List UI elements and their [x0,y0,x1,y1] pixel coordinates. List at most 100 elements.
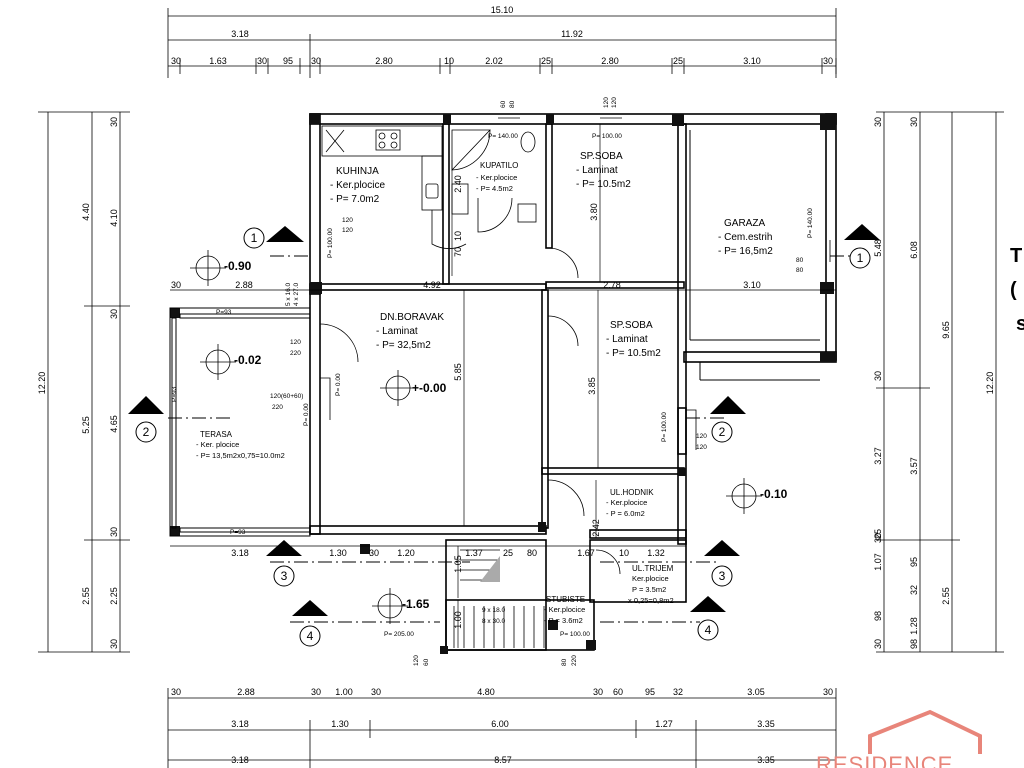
ann-gar-p: P= 140.00 [807,208,814,238]
dim-left-in-0: 30 [109,117,119,127]
section-label-4-right: 4 [705,623,712,637]
room-kuhinja-l2: - P= 7.0m2 [330,194,380,205]
wall-columns [170,114,836,654]
ann-ter-w1: P=93 [216,309,232,316]
ann-sp2-p: P= 100.00 [661,412,668,442]
room-trijem-l1: Ker.plocice [632,574,669,583]
ann-kup-p: P= 140.00 [488,133,518,140]
dim-right-third-1: 3.57 [909,457,919,475]
section-marker-2-right: 2 [710,396,746,443]
dim-r-b2: 1.30 [329,548,347,558]
dim-spsoba2-h: 3.85 [587,377,597,395]
section-label-1-right: 1 [857,251,864,265]
dim-r-b1: 3.18 [231,548,249,558]
dim-top-row3: 30 1.63 30 95 30 2.80 10 2.02 25 2.80 25… [171,56,833,66]
dim-right-in2-3: 30 [909,117,919,127]
dim-right-in2-0: 30 [873,533,883,543]
dim-right-in-2: 30 [873,371,883,381]
dim-left-in-1: 4.10 [109,209,119,227]
dim-top-r3-0: 30 [171,56,181,66]
internal-dimensions [170,124,836,648]
dim-r-b6: 25 [503,548,513,558]
dim-r-top: 30 [171,280,181,290]
room-stubiste: STUBISTE - Ker.plocice - P = 3.6m2 [544,595,585,625]
ann-st-p2: P= 100.00 [560,631,590,638]
dim-left-in-6: 30 [109,639,119,649]
dim-boravak-w: 4.92 [423,280,441,290]
ann-sp2-b: 120 [696,444,707,451]
room-terasa: TERASA - Ker. plocice - P= 13,5m2x0,75=1… [196,430,285,460]
dim-right-in-4: 25 [873,529,883,539]
room-spsoba-2: SP.SOBA - Laminat - P= 10.5m2 [606,320,661,359]
room-spsoba1-l2: - P= 10.5m2 [576,179,631,190]
dim-top-r3-6: 10 [444,56,454,66]
room-hodnik-l2: - P = 6.0m2 [606,509,645,518]
room-garaza-name: GARAZA [724,218,765,229]
dim-r-b8: 1.67 [577,548,595,558]
dim-right-in-6: 95 [909,557,919,567]
ann-ter-d4: 220 [272,404,283,411]
dim-right-in-3: 3.27 [873,447,883,465]
dim-bot-r1-8: 95 [645,687,655,697]
dim-bot-r2-2: 6.00 [491,719,509,729]
left-dimensions [38,111,130,653]
dim-top-r3-11: 3.10 [743,56,761,66]
room-spsoba-1: SP.SOBA - Laminat - P= 10.5m2 [576,151,631,190]
ann-st-e: 80 [561,658,568,666]
dim-bot-r1-2: 30 [311,687,321,697]
level-label-3: +-0.00 [412,381,447,395]
dim-bottom-row2: 3.18 1.30 6.00 1.27 3.35 [231,719,775,729]
dim-top-r3-12: 30 [823,56,833,66]
dim-right-in-8: 98 [873,611,883,621]
dim-kup-h3: 10 [453,231,463,241]
dim-top-r3-1: 1.63 [209,56,227,66]
dim-left-in-4: 30 [109,527,119,537]
dim-stair-h1: 1.05 [453,555,463,573]
ann-kup-win-b: 80 [509,100,516,108]
room-kupatilo-l1: - Ker.plocice [476,173,517,182]
level-markers [190,250,762,624]
dim-right-third-0: 6.08 [909,241,919,259]
section-lines [168,255,870,623]
dim-right-in-9: 1.28 [909,617,919,635]
room-hodnik: UL.HODNIK - Ker.plocice - P = 6.0m2 [606,488,654,518]
ann-bor-sym2: 4 x 27.0 [293,282,300,306]
ann-ter-d3: 120(60+60) [270,393,303,400]
dim-right-third-2: 2.55 [941,587,951,605]
level-label-1: -0.90 [224,259,252,273]
dim-kup-h2: 70 [453,247,463,257]
dim-top-r3-9: 2.80 [601,56,619,66]
ann-ter-d1: 120 [290,339,301,346]
section-label-2-right: 2 [719,425,726,439]
section-label-3-left: 3 [281,569,288,583]
ann-st-a: 9 x 18.0 [482,607,506,614]
dim-bot-r2-4: 3.35 [757,719,775,729]
dim-bot-r3-0: 3.18 [231,755,249,765]
walls [309,113,837,651]
ann-ter-d2: 220 [290,350,301,357]
garage-details [689,130,820,381]
level-label-2: -0.02 [234,353,262,367]
opening-annotations: 120 120 P= 100.00 60 80 P= 140.00 120 12… [171,97,814,666]
room-stubiste-l1: - Ker.plocice [544,605,585,614]
ann-ter-d6: P= 0.00 [335,373,342,396]
dim-bot-r3-2: 3.35 [757,755,775,765]
dim-bot-r1-10: 3.05 [747,687,765,697]
dim-kup-h: 2.40 [453,175,463,193]
ann-sp2-a: 120 [696,433,707,440]
section-marker-3-right: 3 [704,540,740,587]
dim-right-in-7: 32 [909,585,919,595]
dim-r-b7: 80 [527,548,537,558]
dim-spsoba2-w: 2.78 [603,280,621,290]
room-terasa-name: TERASA [200,430,233,439]
section-label-3-right: 3 [719,569,726,583]
level-label-5: -1.65 [402,597,430,611]
side-text-1: ( [1010,279,1017,301]
dim-right-in-1: 5.48 [873,239,883,257]
side-text: T ( s [1010,245,1024,335]
ann-st-c: 120 [413,655,420,666]
dim-r-b3: 30 [369,548,379,558]
room-boravak-l2: - P= 32,5m2 [376,340,431,351]
dim-top-r3-4: 30 [311,56,321,66]
dim-left-mid-0: 4.40 [81,203,91,221]
